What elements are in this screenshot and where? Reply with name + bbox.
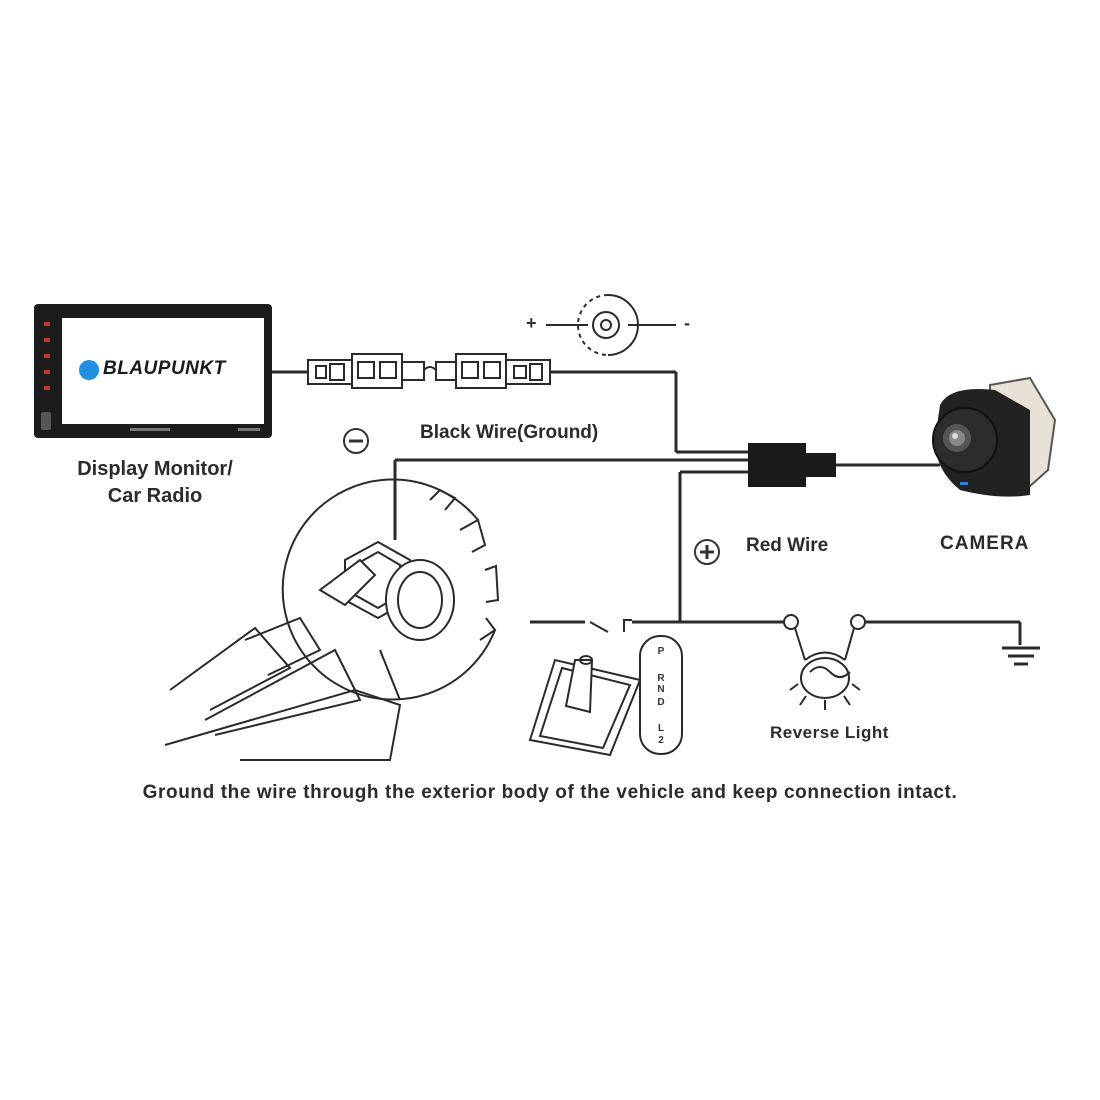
reverse-switch-line <box>530 619 1020 633</box>
red-power-wire <box>678 470 748 622</box>
caption: Ground the wire through the exterior bod… <box>142 782 958 803</box>
camera-label: CAMERA <box>940 533 1030 554</box>
monitor-brand: BLAUPUNKT <box>103 358 226 379</box>
ground-plus-sign: + <box>526 313 537 333</box>
ground-minus-sign: - <box>684 313 690 333</box>
ground-symbol-right <box>1002 622 1040 666</box>
black-wire-label: Black Wire(Ground) <box>420 422 599 443</box>
monitor-label-line1: Display Monitor/ <box>77 458 233 480</box>
red-wire-label: Red Wire <box>746 535 829 556</box>
gear-letter-l: L <box>658 723 664 734</box>
plus-circle-icon <box>694 539 720 565</box>
junction-box <box>748 443 940 487</box>
gear-letter-r: R <box>657 673 665 684</box>
black-ground-wire <box>393 458 748 540</box>
gear-letter-2: 2 <box>658 735 664 746</box>
gear-letter-p: P <box>658 646 665 657</box>
monitor-label-line2: Car Radio <box>107 485 203 507</box>
gear-letter-d: D <box>657 697 664 708</box>
blaupunkt-logo-icon <box>79 360 99 380</box>
gear-position-letters: P RND L2 <box>657 646 665 746</box>
minus-circle-icon <box>343 428 369 454</box>
gear-letter-n: N <box>657 684 664 695</box>
reverse-light-illustration <box>783 614 866 710</box>
harness-connectors <box>272 353 748 454</box>
camera-illustration <box>932 376 1057 497</box>
monitor-label: Display Monitor/ Car Radio <box>40 456 270 510</box>
gear-shifter-illustration <box>528 635 683 757</box>
reverse-light-label: Reverse Light <box>770 723 889 742</box>
ground-terminal-illustration <box>164 478 500 761</box>
ground-symbol-top <box>546 294 676 356</box>
